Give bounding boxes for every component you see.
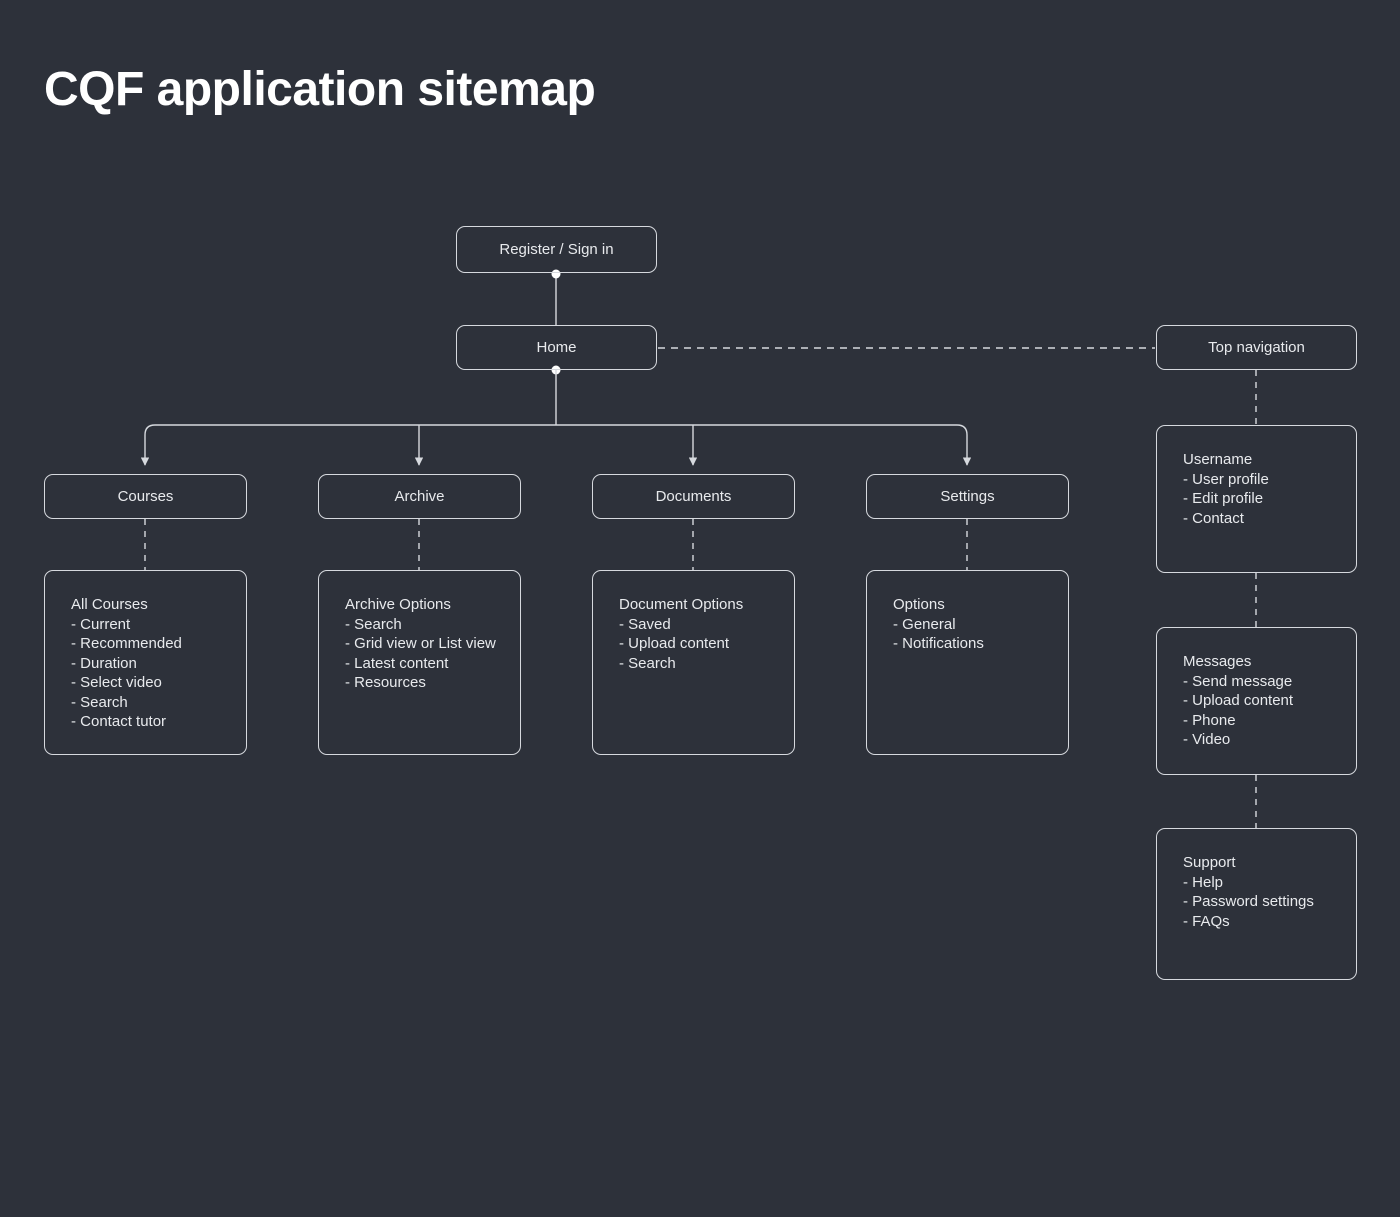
node-documents-label: Documents — [655, 488, 732, 505]
node-courses[interactable]: Courses — [44, 474, 247, 519]
node-username-title: Username — [1183, 451, 1253, 468]
node-documents[interactable]: Documents — [592, 474, 795, 519]
node-all-courses-title: All Courses — [71, 596, 148, 613]
node-archive-options-list: - Search - Grid view or List view - Late… — [345, 615, 520, 693]
node-settings[interactable]: Settings — [866, 474, 1069, 519]
node-settings-options-list: - General - Notifications — [893, 615, 1068, 654]
node-top-navigation-label: Top navigation — [1208, 339, 1305, 356]
edge-bus-right — [556, 424, 972, 466]
node-register-sign-in-label: Register / Sign in — [499, 241, 614, 258]
list-item: - Current — [71, 615, 131, 633]
list-item: - Resources — [345, 674, 426, 691]
node-document-options-list: - Saved - Upload content - Search — [619, 615, 794, 674]
node-register-sign-in[interactable]: Register / Sign in — [456, 226, 657, 273]
list-item: - Upload content — [619, 635, 730, 652]
list-item: - Edit profile — [1183, 490, 1264, 507]
list-item: - Search — [619, 654, 676, 672]
list-item: - Contact tutor — [71, 713, 167, 730]
list-item: - Select video — [71, 674, 162, 691]
list-item: - Recommended — [71, 635, 182, 652]
list-item: - Password settings — [1183, 893, 1314, 910]
list-item: - Send message — [1183, 672, 1293, 690]
list-item: - FAQs — [1183, 912, 1230, 930]
node-courses-label: Courses — [117, 488, 174, 505]
node-document-options[interactable]: Document Options - Saved - Upload conten… — [592, 570, 795, 755]
node-messages-list: - Send message - Upload content - Phone … — [1183, 672, 1356, 750]
node-messages-title: Messages — [1183, 653, 1252, 670]
node-all-courses-list: - Current - Recommended - Duration - Sel… — [71, 615, 246, 732]
list-item: - User profile — [1183, 470, 1269, 488]
node-archive-options-title: Archive Options — [345, 596, 451, 613]
list-item: - Phone — [1183, 711, 1236, 729]
node-username[interactable]: Username - User profile - Edit profile -… — [1156, 425, 1357, 573]
node-messages[interactable]: Messages - Send message - Upload content… — [1156, 627, 1357, 775]
node-archive-label: Archive — [394, 488, 445, 505]
list-item: - Search — [345, 615, 402, 633]
list-item: - Latest content — [345, 654, 449, 672]
list-item: - Notifications — [893, 635, 984, 652]
node-settings-label: Settings — [940, 488, 995, 505]
node-archive[interactable]: Archive — [318, 474, 521, 519]
list-item: - Upload content — [1183, 692, 1294, 709]
list-item: - Duration — [71, 654, 137, 672]
node-support-list: - Help - Password settings - FAQs — [1183, 873, 1356, 932]
node-settings-options[interactable]: Options - General - Notifications — [866, 570, 1069, 755]
node-home[interactable]: Home — [456, 325, 657, 370]
node-archive-options[interactable]: Archive Options - Search - Grid view or … — [318, 570, 521, 755]
node-support-title: Support — [1183, 854, 1236, 871]
list-item: - Video — [1183, 731, 1231, 748]
page-title: CQF application sitemap — [44, 63, 596, 116]
list-item: - Help — [1183, 873, 1224, 891]
node-username-list: - User profile - Edit profile - Contact — [1183, 470, 1356, 529]
list-item: - Grid view or List view — [345, 635, 496, 652]
node-settings-options-title: Options — [893, 596, 945, 613]
list-item: - Saved — [619, 615, 671, 633]
node-all-courses[interactable]: All Courses - Current - Recommended - Du… — [44, 570, 247, 755]
node-support[interactable]: Support - Help - Password settings - FAQ… — [1156, 828, 1357, 980]
edge-bus-left — [140, 424, 556, 466]
list-item: - General — [893, 615, 956, 633]
list-item: - Contact — [1183, 509, 1244, 527]
list-item: - Search — [71, 693, 128, 711]
node-top-navigation[interactable]: Top navigation — [1156, 325, 1357, 370]
node-home-label: Home — [536, 339, 577, 356]
node-document-options-title: Document Options — [619, 596, 744, 613]
